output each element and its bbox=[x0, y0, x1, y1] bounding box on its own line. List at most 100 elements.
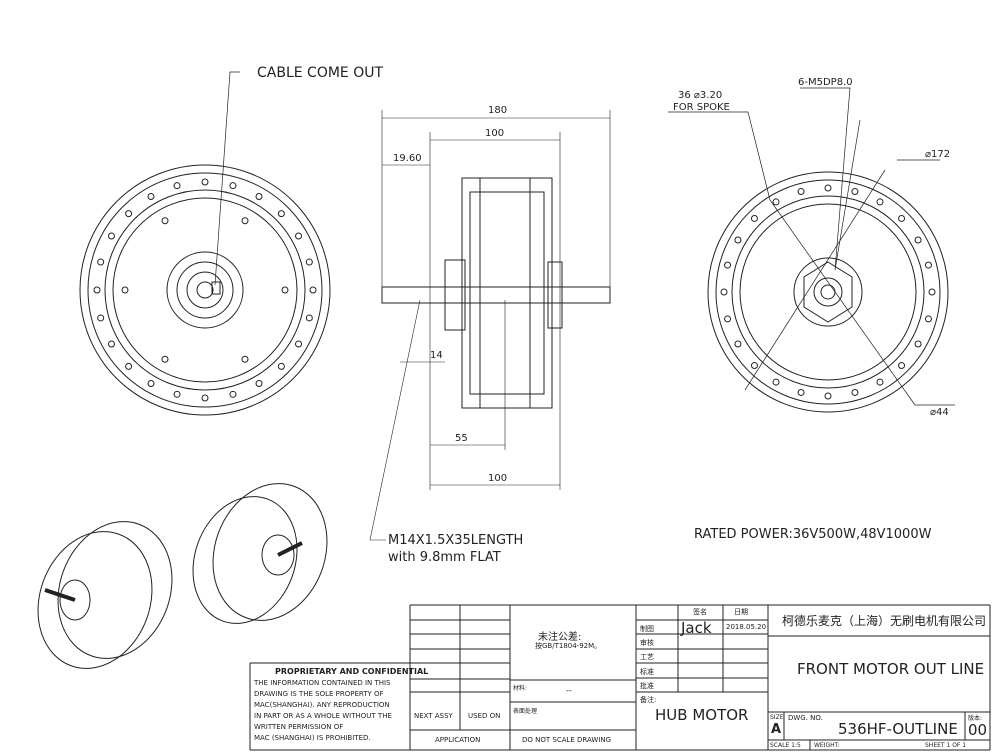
rev-value: 00 bbox=[968, 721, 988, 739]
bolt-hole bbox=[121, 286, 129, 294]
bolt-hole bbox=[797, 388, 805, 396]
bolt-hole bbox=[281, 286, 289, 294]
tolerance-standard: 按GB/T1804-92M。 bbox=[535, 642, 602, 650]
row-drawn: 制图 bbox=[640, 625, 654, 633]
bolt-hole bbox=[734, 236, 742, 244]
bolt-hole bbox=[876, 378, 884, 386]
bolt-hole bbox=[724, 261, 732, 269]
bolt-hole bbox=[229, 182, 237, 190]
bolt-hole bbox=[161, 355, 169, 363]
bolt-hole bbox=[898, 214, 906, 222]
bolt-hole bbox=[734, 340, 742, 348]
bolt-hole bbox=[295, 232, 303, 240]
bolt-hole bbox=[161, 217, 169, 225]
application-label: APPLICATION bbox=[435, 736, 481, 744]
bolt-hole bbox=[147, 192, 155, 200]
proprietary-title: PROPRIETARY AND CONFIDENTIAL bbox=[275, 667, 429, 676]
scale-label: SCALE 1:5 bbox=[770, 742, 801, 749]
bolt-hole bbox=[876, 198, 884, 206]
bolt-hole bbox=[305, 314, 313, 322]
bolt-hole bbox=[924, 315, 932, 323]
side-view bbox=[369, 110, 611, 541]
drawing-title: FRONT MOTOR OUT LINE bbox=[797, 660, 985, 678]
row-process: 工艺 bbox=[640, 653, 654, 661]
dim-55: 55 bbox=[455, 433, 468, 444]
isometric-view-1 bbox=[37, 521, 173, 669]
bolt-hole bbox=[797, 188, 805, 196]
front-view-left bbox=[79, 164, 331, 416]
dim-180: 180 bbox=[488, 105, 508, 116]
bolt-hole bbox=[173, 182, 181, 190]
bolt-hole bbox=[898, 362, 906, 370]
next-assy-label: NEXT ASSY bbox=[414, 712, 453, 720]
do-not-scale-label: DO NOT SCALE DRAWING bbox=[522, 736, 612, 744]
bolt-hole bbox=[277, 362, 285, 370]
bolt-hole bbox=[229, 390, 237, 398]
proprietary-text-line: WRITTEN PERMISSION OF bbox=[254, 723, 344, 731]
bolt-hole bbox=[107, 232, 115, 240]
row-checked: 审核 bbox=[640, 639, 654, 647]
dim-100-top: 100 bbox=[485, 128, 505, 139]
row-standard: 标准 bbox=[640, 668, 654, 676]
drawn-by: Jack bbox=[681, 619, 712, 637]
dim-100-bottom: 100 bbox=[488, 473, 508, 484]
bolt-hole bbox=[97, 314, 105, 322]
dim-19-60: 19.60 bbox=[393, 153, 422, 164]
material-label: 材料: bbox=[513, 685, 528, 692]
bolt-hole bbox=[125, 362, 133, 370]
spoke-label: FOR SPOKE bbox=[673, 102, 730, 113]
size-value: A bbox=[771, 722, 782, 737]
bolt-hole bbox=[147, 380, 155, 388]
proprietary-text-line: MAC (SHANGHAI) IS PROHIBITED. bbox=[254, 734, 371, 742]
bolt-hole bbox=[750, 214, 758, 222]
bolt-hole bbox=[295, 340, 303, 348]
bolt-hole bbox=[914, 340, 922, 348]
bolt-hole bbox=[824, 392, 832, 400]
surface-treatment-label: 表面处理 bbox=[513, 708, 538, 715]
bolt-hole bbox=[851, 188, 859, 196]
bolt-hole bbox=[720, 288, 728, 296]
bolt-hole bbox=[97, 258, 105, 266]
dia-44-label: ⌀44 bbox=[930, 407, 949, 418]
rev-label: 版本: bbox=[968, 715, 983, 722]
dia-172-label: ⌀172 bbox=[925, 149, 951, 160]
dwg-no: 536HF-OUTLINE bbox=[838, 720, 958, 738]
bolt-hole bbox=[750, 362, 758, 370]
bolt-hole bbox=[305, 258, 313, 266]
bolt-hole bbox=[851, 388, 859, 396]
bolt-hole bbox=[255, 380, 263, 388]
spoke-holes-label: 36 ⌀3.20 bbox=[678, 90, 723, 101]
proprietary-text-line: IN PART OR AS A WHOLE WITHOUT THE bbox=[254, 712, 392, 720]
bolt-hole bbox=[125, 210, 133, 218]
front-view-right bbox=[668, 87, 955, 413]
isometric-view-2 bbox=[192, 483, 328, 624]
proprietary-text-line: DRAWING IS THE SOLE PROPERTY OF bbox=[254, 690, 384, 698]
title-block-lines bbox=[249, 604, 991, 751]
bolt-hole bbox=[772, 198, 780, 206]
bolt-hole bbox=[201, 178, 209, 186]
bolt-hole bbox=[724, 315, 732, 323]
bolt-hole bbox=[173, 390, 181, 398]
screw-label: 6-M5DP8.0 bbox=[798, 77, 853, 88]
bolt-hole bbox=[255, 192, 263, 200]
flat-label: with 9.8mm FLAT bbox=[388, 550, 501, 565]
tolerance-title: 未注公差: bbox=[538, 632, 582, 643]
material-value: -- bbox=[566, 686, 572, 695]
used-on-label: USED ON bbox=[468, 712, 501, 720]
proprietary-text-line: MAC(SHANGHAI). ANY REPRODUCTION bbox=[254, 701, 390, 709]
remark-value: HUB MOTOR bbox=[655, 706, 749, 724]
weight-label: WEIGHT: bbox=[814, 742, 840, 749]
cable-label: CABLE COME OUT bbox=[257, 65, 384, 81]
bolt-hole bbox=[772, 378, 780, 386]
row-approved: 批准 bbox=[640, 682, 654, 690]
bolt-hole bbox=[107, 340, 115, 348]
bolt-hole bbox=[241, 355, 249, 363]
thread-label: M14X1.5X35LENGTH bbox=[388, 533, 524, 548]
sheet-label: SHEET 1 OF 1 bbox=[925, 742, 967, 749]
drawn-date: 2018.05.20 bbox=[726, 623, 767, 631]
dwg-no-label: DWG. NO. bbox=[788, 714, 823, 722]
bolt-hole bbox=[93, 286, 101, 294]
bolt-hole bbox=[277, 210, 285, 218]
